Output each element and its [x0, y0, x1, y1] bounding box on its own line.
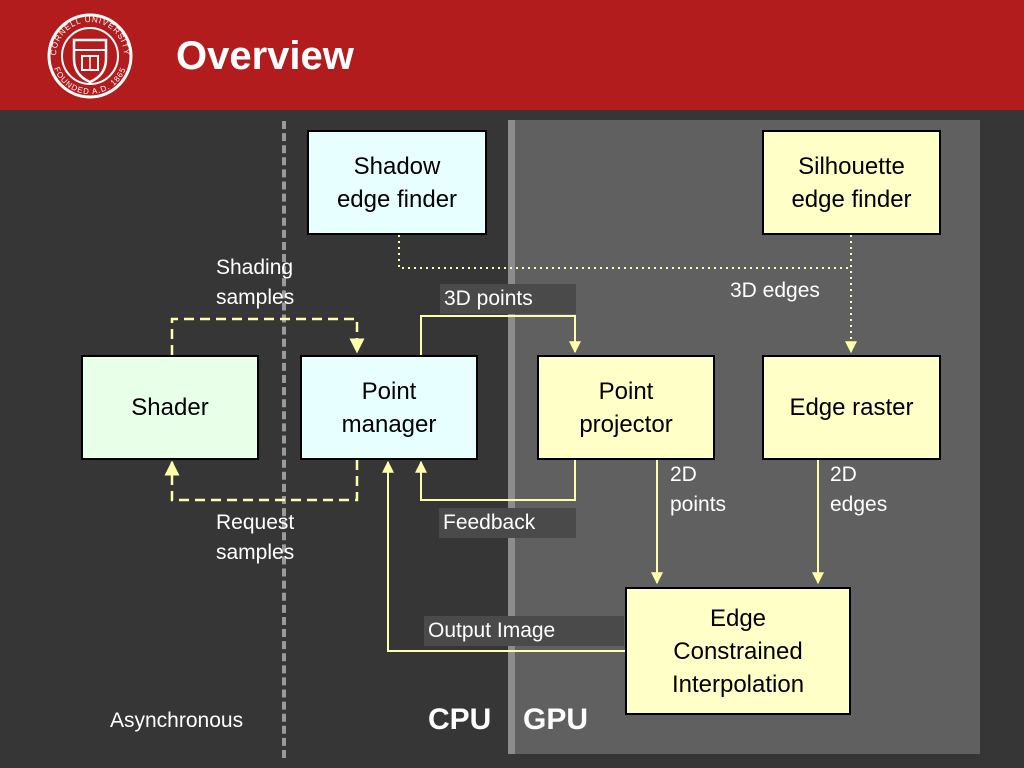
shading-samples-label: Shading samples [216, 256, 295, 309]
asynchronous-boundary [282, 121, 286, 758]
3d-points-label: 3D points [440, 284, 576, 314]
request-samples-label: Request samples [216, 511, 295, 564]
shadow-edge-finder-label-2: edge finder [336, 185, 458, 213]
output-image-label: Output Image [424, 616, 624, 646]
gpu-label: GPU [523, 703, 589, 736]
point-projector-label-2: projector [579, 410, 673, 438]
silhouette-edge-finder-label-1: Silhouette [798, 152, 905, 180]
point-manager-label-1: Point [361, 377, 417, 405]
shading-samples-connector [170, 317, 365, 355]
shader-label: Shader [131, 394, 209, 421]
shadow-edges-connector [398, 235, 851, 269]
point-manager-box: Point manager [300, 355, 478, 460]
title-bar: CORNELL UNIVERSITY FOUNDED A.D. 1865 Ove… [0, 0, 1024, 110]
interpolation-label-1: Edge [709, 604, 767, 632]
cpu-gpu-boundary [508, 120, 515, 754]
edge-raster-label: Edge raster [789, 394, 914, 421]
feedback-connector [415, 460, 576, 501]
2d-edges-label: 2D edges [830, 463, 888, 516]
edge-constrained-interpolation-box: Edge Constrained Interpolation [625, 587, 851, 715]
asynchronous-label: Asynchronous [110, 709, 244, 732]
silhouette-edge-finder-label-2: edge finder [791, 185, 912, 213]
cornell-seal-logo: CORNELL UNIVERSITY FOUNDED A.D. 1865 [47, 13, 133, 99]
point-projector-label-1: Point [598, 377, 654, 405]
shadow-edge-finder-label-1: Shadow [353, 152, 441, 180]
page-title: Overview [176, 34, 354, 78]
3d-edges-label: 3D edges [730, 279, 820, 302]
interpolation-label-2: Constrained [673, 637, 803, 665]
cpu-label: CPU [428, 703, 492, 736]
interpolation-label-3: Interpolation [671, 670, 805, 698]
shader-box: Shader [81, 355, 259, 460]
edge-raster-box: Edge raster [762, 355, 941, 460]
request-samples-connector [164, 460, 359, 502]
3d-points-connector [420, 315, 581, 355]
shadow-edge-finder-box: Shadow edge finder [307, 130, 487, 235]
output-image-connector [382, 460, 625, 652]
2d-points-label: 2D points [670, 463, 727, 516]
feedback-label: Feedback [439, 508, 576, 538]
point-manager-label-2: manager [341, 410, 437, 438]
point-projector-box: Point projector [537, 355, 715, 460]
silhouette-edge-finder-box: Silhouette edge finder [762, 130, 941, 235]
